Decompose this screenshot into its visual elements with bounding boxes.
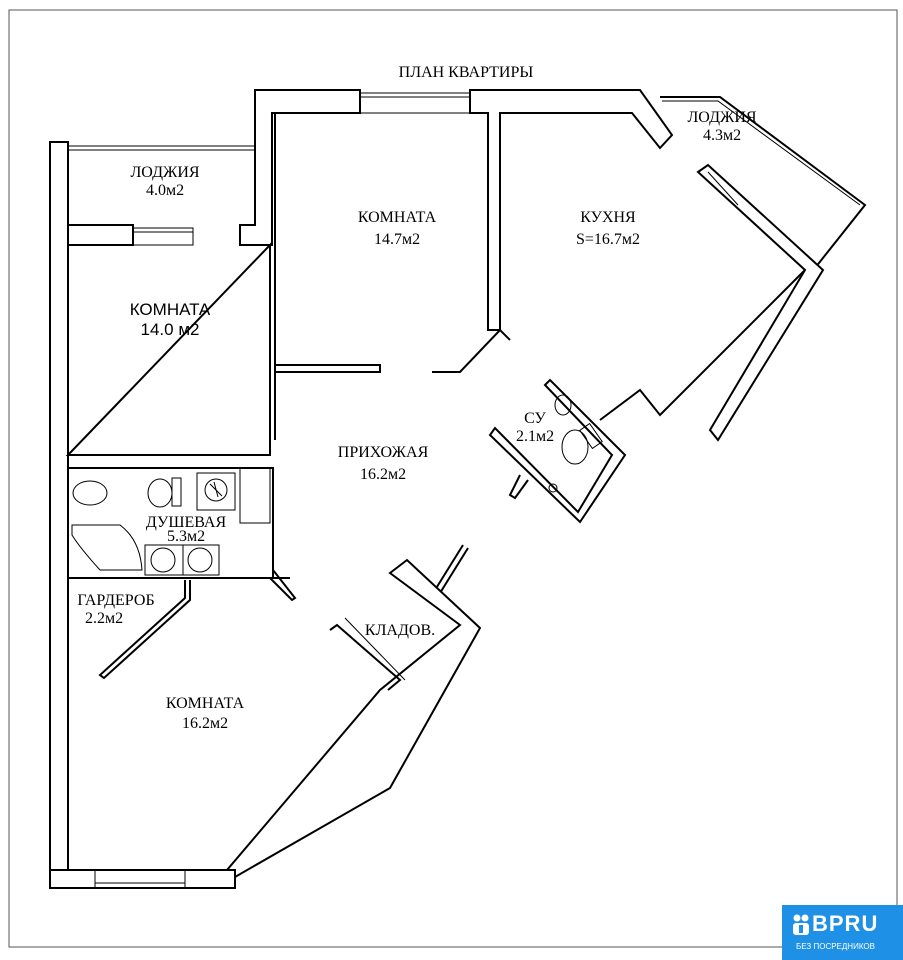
wardrobe-area: 2.2м2 — [85, 610, 123, 627]
wardrobe-name: ГАРДЕРОБ — [77, 592, 154, 609]
room-16-2-name: КОМНАТА — [166, 695, 245, 712]
shower-area: 5.3м2 — [167, 528, 205, 545]
logo-brand: BPRU — [812, 911, 879, 936]
hallway-name: ПРИХОЖАЯ — [338, 444, 429, 461]
room-14-0-name: КОМНАТА — [130, 300, 211, 319]
loggia-right-name: ЛОДЖИЯ — [687, 109, 756, 126]
room-14-7-name: КОМНАТА — [358, 209, 437, 226]
loggia-left-area: 4.0м2 — [146, 182, 184, 199]
storage-name: КЛАДОВ. — [365, 622, 435, 639]
room-14-0-area: 14.0 м2 — [141, 320, 200, 339]
hallway-area: 16.2м2 — [360, 466, 406, 483]
room-16-2-area: 16.2м2 — [182, 715, 228, 732]
room-14-7-area: 14.7м2 — [374, 231, 420, 248]
walls — [49, 89, 867, 889]
logo-tagline: БЕЗ ПОСРЕДНИКОВ — [796, 942, 875, 951]
loggia-left-name: ЛОДЖИЯ — [130, 164, 199, 181]
people-icon — [793, 914, 809, 935]
labels: ПЛАН КВАРТИРЫ ЛОДЖИЯ 4.0м2 КОМНАТА 14.7м… — [77, 64, 757, 732]
plan-title: ПЛАН КВАРТИРЫ — [399, 64, 534, 81]
kitchen-name: КУХНЯ — [580, 209, 636, 226]
frame-border — [8, 9, 898, 948]
bpru-logo: BPRU БЕЗ ПОСРЕДНИКОВ — [782, 905, 903, 960]
wc-area: 2.1м2 — [516, 428, 554, 445]
shower-name: ДУШЕВАЯ — [146, 514, 227, 531]
loggia-right-area: 4.3м2 — [703, 127, 741, 144]
kitchen-area: S=16.7м2 — [576, 231, 640, 248]
wc-name: СУ — [524, 410, 546, 427]
